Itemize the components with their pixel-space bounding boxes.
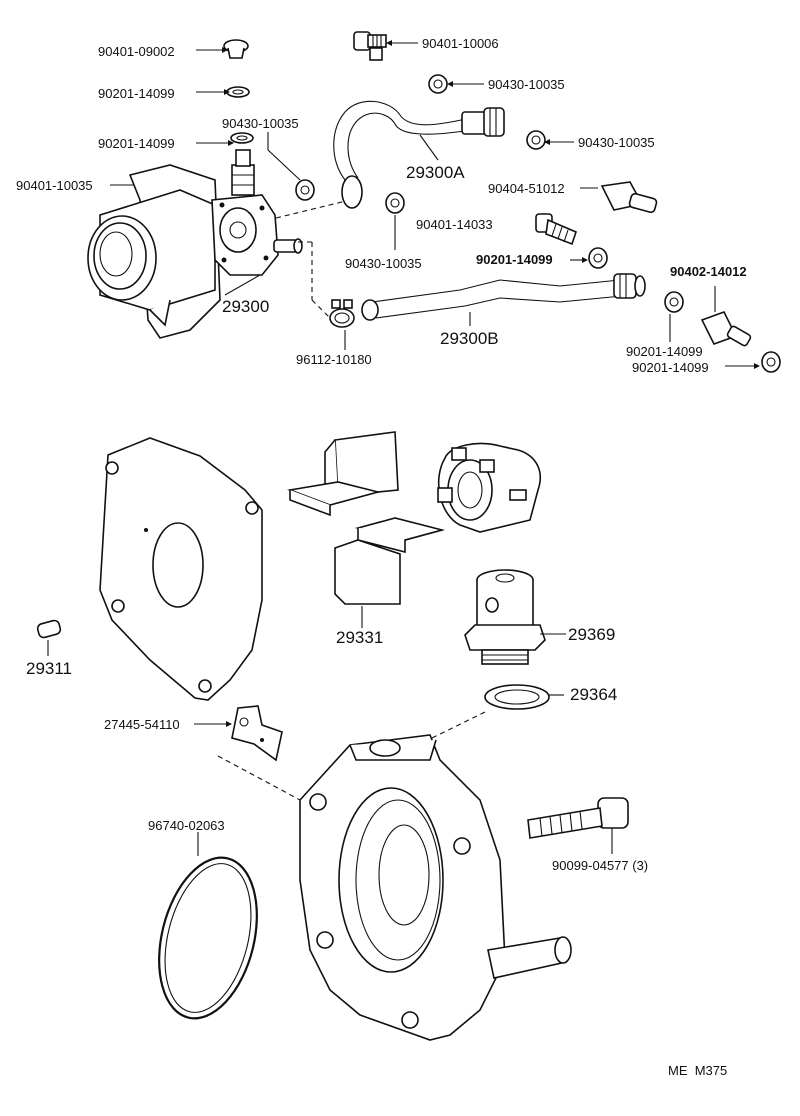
label-27445-54110: 27445-54110	[104, 717, 180, 732]
rotor-part	[437, 442, 542, 533]
label-90401-09002: 90401-09002	[98, 44, 175, 59]
o-ring-part	[158, 856, 258, 1020]
label-90430-10035-d: 90430-10035	[345, 256, 422, 271]
label-96740-02063: 96740-02063	[148, 818, 225, 833]
label-90404-51012: 90404-51012	[488, 181, 565, 196]
union-bolt-top	[353, 31, 387, 61]
gasket-part-a	[295, 179, 315, 201]
label-29331: 29331	[336, 628, 383, 647]
label-90430-10035-c: 90430-10035	[578, 135, 655, 150]
label-29300: 29300	[222, 297, 269, 316]
cap-part	[223, 39, 249, 59]
gasket-part-d	[385, 192, 405, 214]
label-90201-14099-e: 90201-14099	[632, 360, 709, 375]
pin-part	[36, 619, 62, 639]
label-29369: 29369	[568, 625, 615, 644]
label-90201-14099-d: 90201-14099	[626, 344, 703, 359]
hose-clamp-part	[329, 299, 355, 328]
vane-parts	[286, 431, 446, 605]
union-fitting-part	[700, 311, 752, 347]
label-90430-10035-b: 90430-10035	[488, 77, 565, 92]
label-90401-10035: 90401-10035	[16, 178, 93, 193]
washer-part-d	[664, 291, 684, 313]
label-29311: 29311	[26, 659, 72, 678]
pump-plate-part	[99, 437, 263, 701]
vacuum-pump-assembly	[87, 149, 303, 339]
gasket-part-c	[526, 130, 546, 150]
washer-part-c	[588, 247, 608, 269]
catalog-code: ME M375	[668, 1063, 727, 1078]
pump-housing-part	[299, 734, 572, 1041]
vacuum-hose-b	[361, 273, 646, 321]
label-90401-14033: 90401-14033	[416, 217, 493, 232]
check-valve-part	[464, 569, 546, 665]
label-90430-10035-a: 90430-10035	[222, 116, 299, 131]
fitting-part	[600, 181, 658, 214]
housing-bolt-part	[527, 797, 629, 839]
vacuum-hose-a	[333, 100, 505, 209]
label-90201-14099-c: 90201-14099	[476, 252, 553, 267]
label-90099-04577: 90099-04577 (3)	[552, 858, 648, 873]
label-96112-10180: 96112-10180	[296, 352, 372, 367]
label-90401-10006: 90401-10006	[422, 36, 499, 51]
label-29300A: 29300A	[406, 163, 465, 182]
label-90201-14099-a: 90201-14099	[98, 86, 175, 101]
gasket-part-b	[428, 74, 448, 94]
label-29300B: 29300B	[440, 329, 499, 348]
label-90201-14099-b: 90201-14099	[98, 136, 175, 151]
label-90402-14012: 90402-14012	[670, 264, 747, 279]
washer-part-b	[230, 132, 254, 144]
gasket-ring-part	[484, 684, 550, 710]
washer-part-e	[761, 351, 781, 373]
union-bolt-mid	[535, 213, 577, 246]
label-29364: 29364	[570, 685, 617, 704]
washer-part-a	[226, 86, 250, 98]
bracket-part	[231, 705, 283, 762]
